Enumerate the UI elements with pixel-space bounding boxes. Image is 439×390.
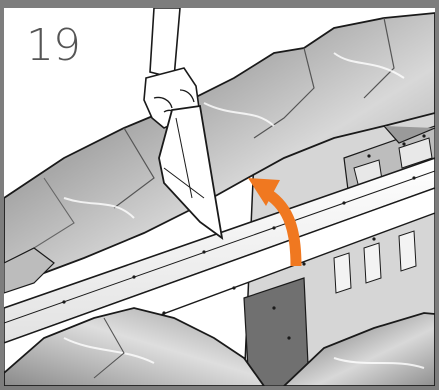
step-number: 19 <box>26 24 80 68</box>
